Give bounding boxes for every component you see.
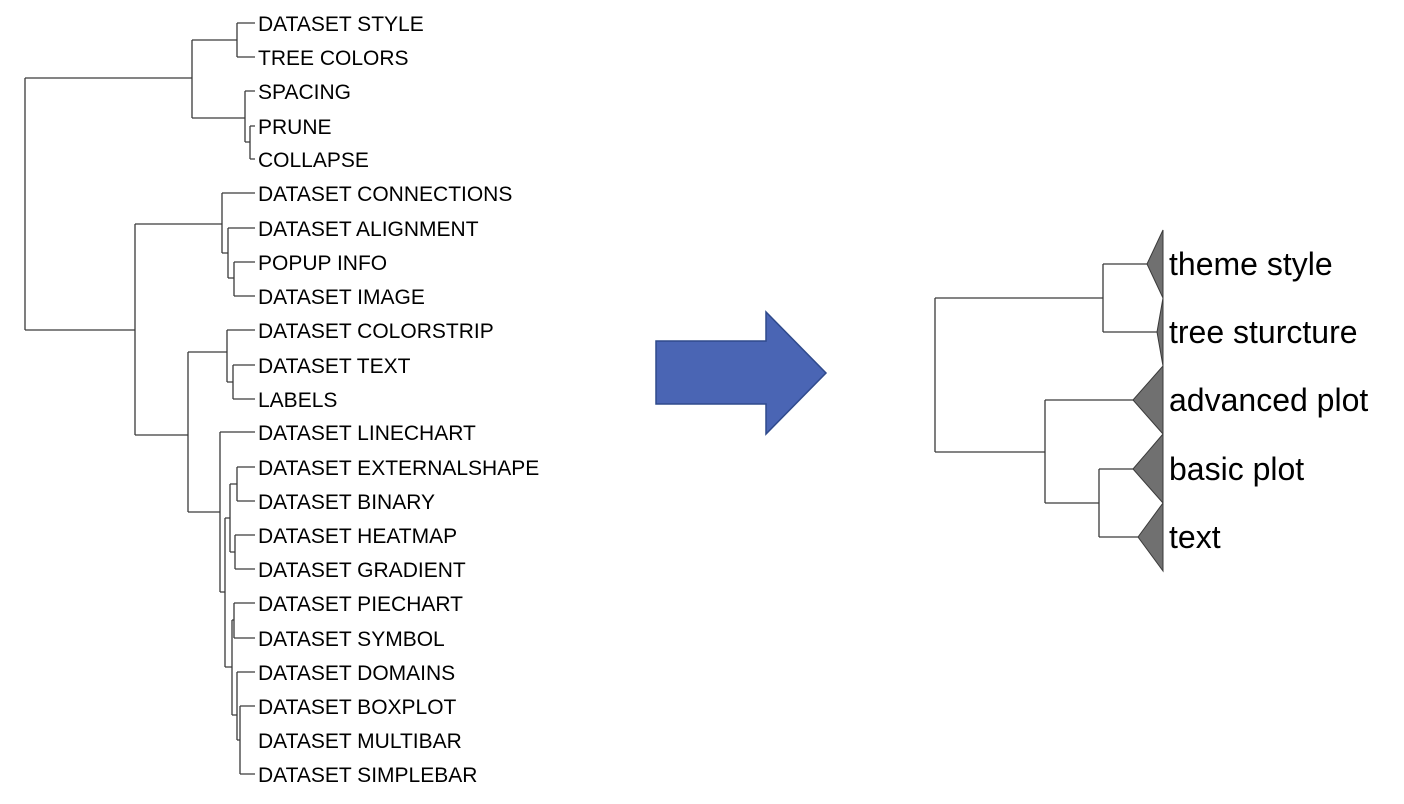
branch-shape-binary [236, 466, 255, 502]
branch-theme-clade [191, 39, 245, 119]
leaf-label: TREE COLORS [258, 47, 409, 70]
collapsed-tree-labels: theme style tree sturcture advanced plot… [1169, 246, 1368, 555]
branch-plots-root [134, 223, 222, 436]
group-label: theme style [1169, 246, 1333, 282]
branch-advanced-clade [221, 192, 255, 254]
leaf-label: DATASET BOXPLOT [258, 696, 457, 719]
branch-plots-text [1044, 399, 1133, 504]
leaf-label: DATASET IMAGE [258, 286, 425, 309]
branch-alignment-clade [227, 227, 255, 279]
group-label: basic plot [1169, 451, 1304, 487]
leaf-label: DATASET EXTERNALSHAPE [258, 457, 539, 480]
branch-prune-collapse [249, 125, 255, 160]
leaf-label: SPACING [258, 81, 351, 104]
branch-basic-text [1098, 468, 1138, 538]
collapsed-tree-branches [934, 263, 1157, 538]
branch-heatmap-gradient [234, 534, 255, 570]
branch-basic-text-root [187, 351, 227, 513]
leaf-label: DATASET COLORSTRIP [258, 320, 494, 343]
branch-text-labels [232, 364, 255, 400]
leaf-label: DATASET CONNECTIONS [258, 183, 512, 206]
collapsed-clade-triangle [1132, 432, 1164, 505]
leaf-label: POPUP INFO [258, 252, 387, 275]
right-arrow-icon [655, 310, 828, 436]
collapsed-clade-triangle [1137, 501, 1164, 573]
leaf-label: DATASET LINECHART [258, 422, 476, 445]
branch-basic-inner [224, 517, 232, 668]
branch-basic-clade [219, 431, 255, 593]
branch-collapsed-root [934, 297, 1103, 453]
leaf-label: DATASET MULTIBAR [258, 730, 462, 753]
leaf-label: LABELS [258, 389, 337, 412]
leaf-label: COLLAPSE [258, 149, 369, 172]
branch-root [24, 77, 192, 331]
leaf-label: DATASET STYLE [258, 13, 424, 36]
group-label: tree sturcture [1169, 314, 1358, 350]
branch-theme-structure [1102, 263, 1157, 333]
branch-structure-clade [244, 90, 255, 143]
collapsed-clade-triangle [1156, 297, 1164, 367]
full-tree-branches [24, 22, 255, 775]
branch-pie-symbol [233, 602, 255, 639]
group-label: text [1169, 519, 1221, 555]
branch-boxplot-simplebar [239, 705, 255, 775]
collapsed-clade-triangle [1146, 229, 1164, 299]
collapsed-tree: theme style tree sturcture advanced plot… [934, 229, 1368, 573]
leaf-label: DATASET SYMBOL [258, 628, 445, 651]
leaf-label: PRUNE [258, 116, 332, 139]
branch-popup-image [233, 261, 255, 297]
full-tree: DATASET STYLE TREE COLORS SPACING PRUNE … [24, 13, 539, 787]
leaf-label: DATASET DOMAINS [258, 662, 455, 685]
leaf-label: DATASET HEATMAP [258, 525, 457, 548]
leaf-label: DATASET BINARY [258, 491, 435, 514]
branch-style-colors [236, 22, 255, 58]
leaf-label: DATASET PIECHART [258, 593, 463, 616]
branch-text-clade [226, 329, 255, 383]
collapsed-clades [1132, 229, 1164, 573]
collapsed-clade-triangle [1132, 364, 1164, 436]
leaf-label: DATASET SIMPLEBAR [258, 764, 477, 787]
group-label: advanced plot [1169, 382, 1368, 418]
leaf-label: DATASET GRADIENT [258, 559, 466, 582]
leaf-label: DATASET ALIGNMENT [258, 218, 479, 241]
leaf-label: DATASET TEXT [258, 355, 411, 378]
full-tree-labels: DATASET STYLE TREE COLORS SPACING PRUNE … [258, 13, 539, 787]
branch-shape-gradient [229, 483, 237, 553]
